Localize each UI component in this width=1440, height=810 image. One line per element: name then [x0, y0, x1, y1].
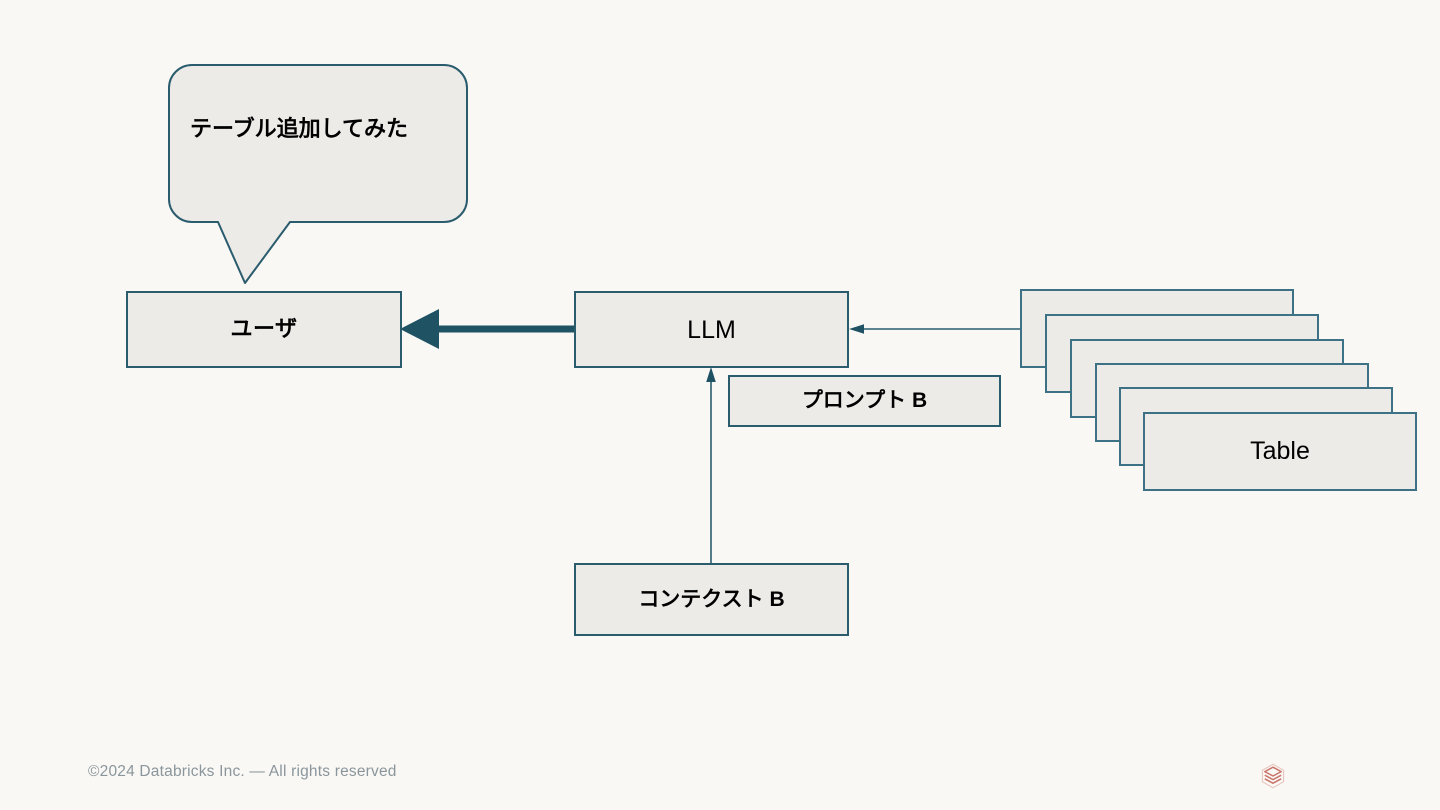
speech-bubble-text: テーブル追加してみた [190, 116, 409, 141]
node-prompt-b[interactable]: プロンプト B [728, 375, 1001, 427]
node-prompt-b-label: プロンプト B [801, 389, 928, 413]
connector-llm-to-user [400, 309, 574, 349]
speech-bubble: テーブル追加してみた [168, 64, 468, 284]
node-llm[interactable]: LLM [574, 291, 849, 368]
table-card-stack: Table [1020, 289, 1420, 494]
node-user[interactable]: ユーザ [126, 291, 402, 368]
node-context-b[interactable]: コンテクスト B [574, 563, 849, 636]
connector-tables-to-llm [849, 324, 1022, 334]
footer-copyright: ©2024 Databricks Inc. — All rights reser… [88, 763, 397, 780]
databricks-logo [1259, 762, 1287, 790]
node-llm-label: LLM [687, 315, 736, 344]
table-card-front-label: Table [1250, 437, 1310, 465]
speech-bubble-shape [168, 64, 468, 284]
connector-context-to-llm [706, 367, 716, 563]
table-card-front[interactable]: Table [1143, 412, 1417, 491]
node-user-label: ユーザ [230, 316, 298, 342]
node-context-b-label: コンテクスト B [638, 587, 785, 611]
